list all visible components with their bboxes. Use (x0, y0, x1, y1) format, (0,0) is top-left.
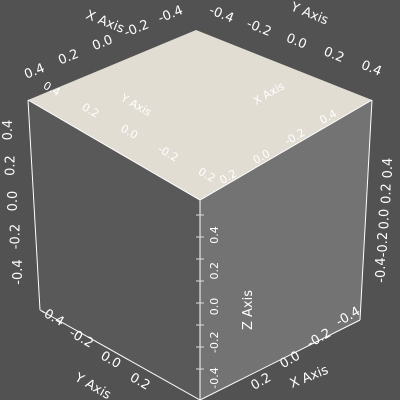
tick-label-z-center: -0.2 (208, 332, 221, 353)
cube-edges (27, 99, 373, 400)
tick-label-z-center: 0.2 (208, 262, 221, 280)
tick-marks (196, 214, 204, 370)
cube-top-face (28, 30, 372, 200)
tick-label-y-top-right: -0.2 (244, 17, 273, 40)
bottom-right-edge (199, 319, 361, 400)
left-vertical-edge (27, 99, 41, 311)
tick-label-y-top-right: 0.2 (321, 44, 346, 66)
x-axis-title-bottom: X Axis (288, 363, 331, 392)
x-axis-title-top: X Axis (84, 8, 127, 37)
bottom-left-edge (39, 309, 201, 400)
tick-label-z-center: 0.4 (208, 226, 221, 244)
tick-label-x-top-left: 0.4 (22, 61, 47, 83)
tick-label-x-top-left: -0.2 (122, 17, 151, 40)
y-axis-title-top: Y Axis (288, 0, 331, 28)
tick-label-z-left: -0.4 (11, 259, 26, 284)
tick-label-z-right: 0.2 (379, 183, 394, 204)
tick-label-z-center: -0.4 (208, 367, 221, 388)
tick-label-y-top-right: 0.4 (359, 58, 384, 80)
tick-label-z-left: -0.2 (9, 224, 24, 249)
tick-label-x-top-left: 0.2 (56, 47, 81, 69)
right-vertical-edge (359, 99, 373, 321)
tick-label-z-left: 0.0 (6, 191, 21, 212)
tick-label-y-top-right: 0.0 (284, 31, 309, 53)
tick-label-z-right: -0.2 (376, 232, 391, 257)
z-axis-title: Z Axis (241, 290, 256, 330)
tick-label-z-center: 0.0 (208, 298, 221, 316)
tick-label-y-top-right: -0.4 (207, 3, 236, 26)
tick-label-x-top-left: -0.4 (156, 3, 185, 26)
tick-label-z-right: 0.0 (378, 209, 393, 230)
tick-label-z-left: 0.2 (4, 155, 19, 176)
y-axis-title-bottom: Y Axis (71, 370, 113, 400)
tick-label-y-bottom-left: 0.2 (127, 370, 152, 393)
tick-label-z-right: -0.4 (374, 257, 389, 282)
tick-label-z-left: 0.4 (1, 120, 16, 141)
tick-label-z-right: 0.4 (381, 158, 396, 179)
tick-label-x-top-left: 0.0 (90, 32, 115, 54)
